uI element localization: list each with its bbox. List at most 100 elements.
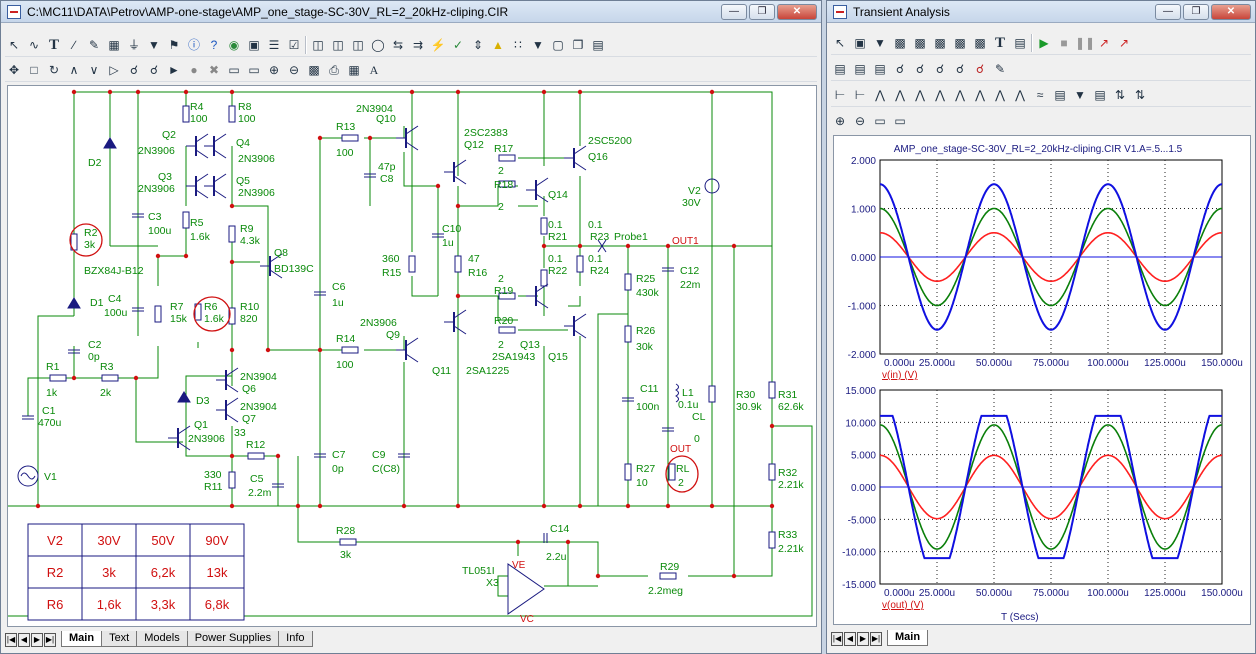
ta-graph-icon[interactable]: ↗ <box>1098 35 1110 50</box>
cancel-icon[interactable]: ✖ <box>208 62 220 77</box>
tab-models[interactable]: Models <box>136 631 188 647</box>
ta-slope-icon[interactable]: ⋀ <box>995 87 1005 102</box>
page-icon[interactable]: ▢ <box>552 37 564 52</box>
ta-copy-icon[interactable]: ▭ <box>874 114 886 128</box>
minimize-button[interactable]: — <box>721 4 747 20</box>
ta-zoom-icon[interactable]: ☌ <box>895 61 905 76</box>
ta-bottom-icon[interactable]: ⋀ <box>1015 87 1025 102</box>
grid-dots-icon[interactable]: ∷ <box>514 37 522 52</box>
ta-zoom-in-icon[interactable]: ⊕ <box>834 114 846 128</box>
copy-page-icon[interactable]: ❐ <box>572 37 584 52</box>
zoom-out-icon[interactable]: ⊖ <box>288 62 300 77</box>
help-icon[interactable]: ? <box>210 37 218 52</box>
page-copy-icon[interactable]: ▭ <box>228 62 240 77</box>
ta-text-icon[interactable]: T <box>994 34 1005 51</box>
tab-next-icon[interactable]: ▶ <box>31 633 43 647</box>
ta-zoom-out-icon[interactable]: ⊖ <box>854 114 866 128</box>
info-icon[interactable]: ⓘ <box>187 37 200 52</box>
ta-zoom4-icon[interactable]: ☌ <box>955 61 965 76</box>
ta-scope-icon[interactable]: ▣ <box>854 35 866 50</box>
mirror-icon[interactable]: ▷ <box>109 62 119 77</box>
ta-tab-first-icon[interactable]: |◀ <box>831 632 843 646</box>
pen-icon[interactable]: ✎ <box>88 37 100 52</box>
print-icon[interactable]: ⎙ <box>329 62 339 77</box>
ta-cursor2-icon[interactable]: ⊢ <box>854 87 866 102</box>
tile-icon[interactable]: ▦ <box>348 62 360 77</box>
power-icon[interactable]: ⇉ <box>412 37 424 52</box>
wire-tool-icon[interactable]: ∿ <box>28 37 40 52</box>
zoom-fit-icon[interactable]: ▩ <box>308 62 320 77</box>
flip-y-icon[interactable]: ∨ <box>89 62 99 77</box>
tab-main[interactable]: Main <box>61 631 103 647</box>
ta-tab-main[interactable]: Main <box>887 630 929 646</box>
globe-icon[interactable]: ◉ <box>228 37 240 52</box>
ta-tab-prev-icon[interactable]: ◀ <box>844 632 856 646</box>
ta-edit-icon[interactable]: ✎ <box>994 61 1006 76</box>
grid-icon[interactable]: ⇕ <box>472 37 484 52</box>
component-icon[interactable]: ▦ <box>108 37 120 52</box>
ta-scale-icon[interactable]: ▩ <box>894 35 906 50</box>
ta-tab-next-icon[interactable]: ▶ <box>857 632 869 646</box>
ta-graph2-icon[interactable]: ↗ <box>1118 35 1130 50</box>
tab-info[interactable]: Info <box>278 631 313 647</box>
warning-icon[interactable]: ▲ <box>492 37 504 52</box>
ta-low-icon[interactable]: ⋀ <box>935 87 945 102</box>
clipboard-icon[interactable]: ▤ <box>592 37 604 52</box>
ta-pause-icon[interactable]: ❚❚ <box>1075 35 1096 50</box>
node-names-icon[interactable]: ◫ <box>352 37 364 52</box>
list-icon[interactable]: ☰ <box>268 37 280 52</box>
ta-scale3-icon[interactable]: ▩ <box>934 35 946 50</box>
zoom-in-icon[interactable]: ⊕ <box>268 62 280 77</box>
tab-power-supplies[interactable]: Power Supplies <box>186 631 280 647</box>
ta-valley-icon[interactable]: ⋀ <box>895 87 905 102</box>
grid-menu-icon[interactable]: ▼ <box>532 37 544 52</box>
ta-scale5-icon[interactable]: ▩ <box>974 35 986 50</box>
ta-zoom5-icon[interactable]: ☌ <box>975 61 985 76</box>
ta-peak-icon[interactable]: ⋀ <box>875 87 885 102</box>
tab-text[interactable]: Text <box>101 631 138 647</box>
step-icon[interactable]: ► <box>168 62 180 77</box>
tab-prev-icon[interactable]: ◀ <box>18 633 30 647</box>
rotate-icon[interactable]: ↻ <box>48 62 60 77</box>
close-button[interactable]: ✕ <box>777 4 817 20</box>
ground-icon[interactable]: ⏚ <box>127 37 140 52</box>
transient-restore-button[interactable]: ❐ <box>1183 4 1209 20</box>
ta-run-icon[interactable]: ▶ <box>1039 35 1049 50</box>
ta-select-icon[interactable]: ↖ <box>834 35 846 50</box>
transient-close-button[interactable]: ✕ <box>1211 4 1251 20</box>
tab-last-icon[interactable]: ▶| <box>44 633 56 647</box>
ta-list2-icon[interactable]: ▤ <box>854 61 866 76</box>
ta-high-icon[interactable]: ⋀ <box>915 87 925 102</box>
ta-zoom3-icon[interactable]: ☌ <box>935 61 945 76</box>
ta-paste-icon[interactable]: ▭ <box>894 114 906 128</box>
ta-scale4-icon[interactable]: ▩ <box>954 35 966 50</box>
node-voltages-icon[interactable]: ◫ <box>332 37 344 52</box>
find-icon[interactable]: ☌ <box>129 62 139 77</box>
component-menu-icon[interactable]: ▼ <box>148 37 160 52</box>
edit-icon[interactable]: ▣ <box>248 37 260 52</box>
text-tool-icon[interactable]: T <box>48 36 59 53</box>
line-tool-icon[interactable]: ∕ <box>72 37 75 52</box>
move-icon[interactable]: ✥ <box>8 62 20 77</box>
transient-minimize-button[interactable]: — <box>1155 4 1181 20</box>
font-icon[interactable]: A <box>369 62 379 77</box>
ta-props-icon[interactable]: ▤ <box>1014 35 1026 50</box>
lightning-icon[interactable]: ⚡ <box>430 37 446 52</box>
ta-scale2-icon[interactable]: ▩ <box>914 35 926 50</box>
ta-list-icon[interactable]: ▤ <box>834 61 846 76</box>
plot-canvas[interactable]: AMP_one_stage-SC-30V_RL=2_20kHz-cliping.… <box>833 135 1251 625</box>
flag-icon[interactable]: ⚑ <box>168 37 180 52</box>
ta-tb1-icon[interactable]: ⇅ <box>1114 87 1126 102</box>
ta-clip-icon[interactable]: ▤ <box>1054 87 1066 102</box>
ta-global-icon[interactable]: ⋀ <box>975 87 985 102</box>
ta-scope-menu-icon[interactable]: ▼ <box>874 35 886 50</box>
ta-stop-icon[interactable]: ■ <box>1060 35 1068 50</box>
ta-clip-menu-icon[interactable]: ▼ <box>1074 87 1086 102</box>
select-tool-icon[interactable]: ↖ <box>8 37 20 52</box>
pin-icon[interactable]: ◯ <box>371 37 385 52</box>
ta-zoom2-icon[interactable]: ☌ <box>915 61 925 76</box>
ta-data-icon[interactable]: ▤ <box>1094 87 1106 102</box>
ta-tb2-icon[interactable]: ⇅ <box>1134 87 1146 102</box>
node-numbers-icon[interactable]: ◫ <box>312 37 324 52</box>
